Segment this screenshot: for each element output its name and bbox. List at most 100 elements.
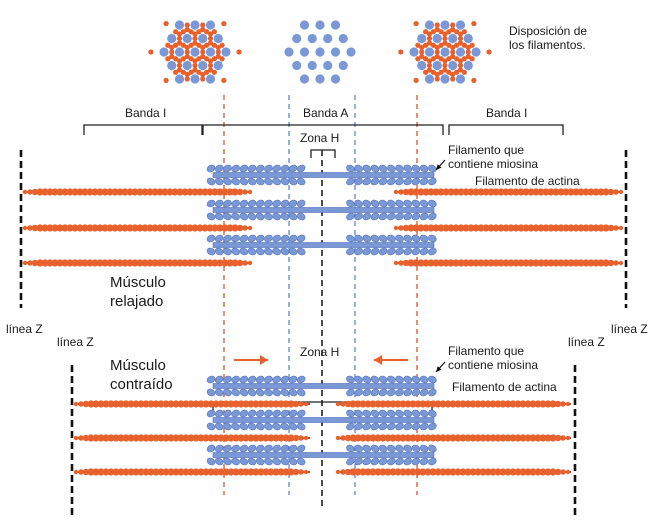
band-i-left-label: Banda I <box>125 106 167 120</box>
myosin-dot <box>174 47 185 57</box>
actin-dot <box>200 71 206 78</box>
myosin-dot <box>409 47 419 57</box>
actin-dot <box>438 56 444 62</box>
cross-section-center <box>284 20 356 84</box>
myosin-dot <box>346 47 356 57</box>
myosin-dot <box>174 20 185 30</box>
myosin-dot <box>338 60 348 71</box>
actin-dot <box>165 56 171 62</box>
actin-dot <box>192 67 198 73</box>
actin-dot <box>426 62 433 69</box>
actin-dot <box>163 21 169 27</box>
pointer-myosin-bottom <box>435 361 446 373</box>
actin-dot <box>426 58 433 64</box>
actin-dot <box>419 53 425 60</box>
actin-filament-contracted-right-2 <box>335 434 571 442</box>
myosin-dot <box>167 33 177 44</box>
actin-dot <box>446 69 452 75</box>
myosin-dot <box>299 47 310 57</box>
actin-dot <box>184 71 190 78</box>
actin-dot <box>207 40 214 46</box>
actin-dot <box>219 56 225 62</box>
actin-dot <box>423 42 429 48</box>
actin-dot <box>415 42 421 48</box>
actin-filaments <box>22 188 624 476</box>
actin-dot <box>180 42 186 48</box>
actin-dot <box>426 67 433 73</box>
myosin-dot <box>299 74 310 84</box>
myosin-dot <box>448 60 458 71</box>
actin-dot <box>450 71 456 78</box>
pointer-myosin-top <box>435 159 446 171</box>
actin-dot <box>434 26 440 33</box>
actin-dot <box>192 31 198 37</box>
actin-dot <box>204 69 210 75</box>
myosin-dot <box>190 74 200 84</box>
myosin-dot <box>463 33 473 44</box>
actin-dot <box>438 69 444 75</box>
actin-dot <box>211 56 217 62</box>
actin-dot <box>169 53 175 60</box>
myosin-dot <box>440 47 450 57</box>
myosin-dot <box>463 60 473 71</box>
actin-dot <box>442 40 448 46</box>
myosin-dot <box>198 33 208 44</box>
myosin-filament-contracted-3 <box>206 444 437 466</box>
actin-dot <box>454 69 460 75</box>
actin-dot <box>196 56 202 62</box>
actin-dot <box>423 29 429 35</box>
actin-dot <box>188 69 194 75</box>
actin-dot <box>184 44 190 51</box>
actin-dot <box>204 56 210 62</box>
actin-dot <box>200 53 206 60</box>
actin-dot <box>457 35 464 42</box>
myosin-label-top: Filamento que contiene miosina <box>448 143 539 171</box>
actin-dot <box>180 69 186 75</box>
actin-label-bottom: Filamento de actina <box>452 380 557 394</box>
actin-dot <box>204 29 210 35</box>
myosin-dot <box>205 47 216 57</box>
actin-dot <box>207 31 214 37</box>
actin-dot <box>180 29 186 35</box>
actin-dot <box>192 62 198 69</box>
actin-dot <box>461 29 467 35</box>
actin-dot <box>188 42 194 48</box>
actin-dot <box>450 26 456 33</box>
actin-dot <box>192 35 198 42</box>
actin-dot <box>180 56 186 62</box>
actin-dot <box>450 49 456 55</box>
actin-dot <box>457 31 464 37</box>
actin-dot <box>200 26 206 33</box>
actin-dot <box>173 42 179 48</box>
actin-dot <box>221 21 227 27</box>
actin-filament-contracted-right-1 <box>335 400 571 408</box>
actin-dot <box>454 56 460 62</box>
actin-dot <box>426 31 433 37</box>
actin-dot <box>438 29 444 35</box>
myosin-dot <box>292 60 302 71</box>
actin-dot <box>450 44 456 51</box>
actin-dot <box>423 69 429 75</box>
myosin-dot <box>205 20 216 30</box>
actin-dot <box>446 42 452 48</box>
actin-dot <box>200 76 206 82</box>
actin-filament-contracted-left-2 <box>73 434 310 442</box>
actin-dot <box>184 76 190 82</box>
actin-dot <box>192 40 198 46</box>
actin-dot <box>442 58 448 64</box>
actin-dot <box>413 21 419 27</box>
actin-filament-contracted-right-3 <box>335 468 571 476</box>
contracted-muscle-label: Músculo contraído <box>110 357 173 393</box>
myosin-dot <box>299 20 310 30</box>
actin-dot <box>457 40 464 46</box>
myosin-dot <box>330 20 341 30</box>
actin-dot <box>184 26 190 33</box>
actin-dot <box>207 67 214 73</box>
band-i-right-label: Banda I <box>486 106 528 120</box>
arrow-contraction-left <box>234 355 268 365</box>
actin-dot <box>196 29 202 35</box>
myosin-dot <box>323 60 333 71</box>
actin-dot <box>469 56 475 62</box>
actin-dot <box>419 44 425 51</box>
actin-dot <box>442 35 448 42</box>
